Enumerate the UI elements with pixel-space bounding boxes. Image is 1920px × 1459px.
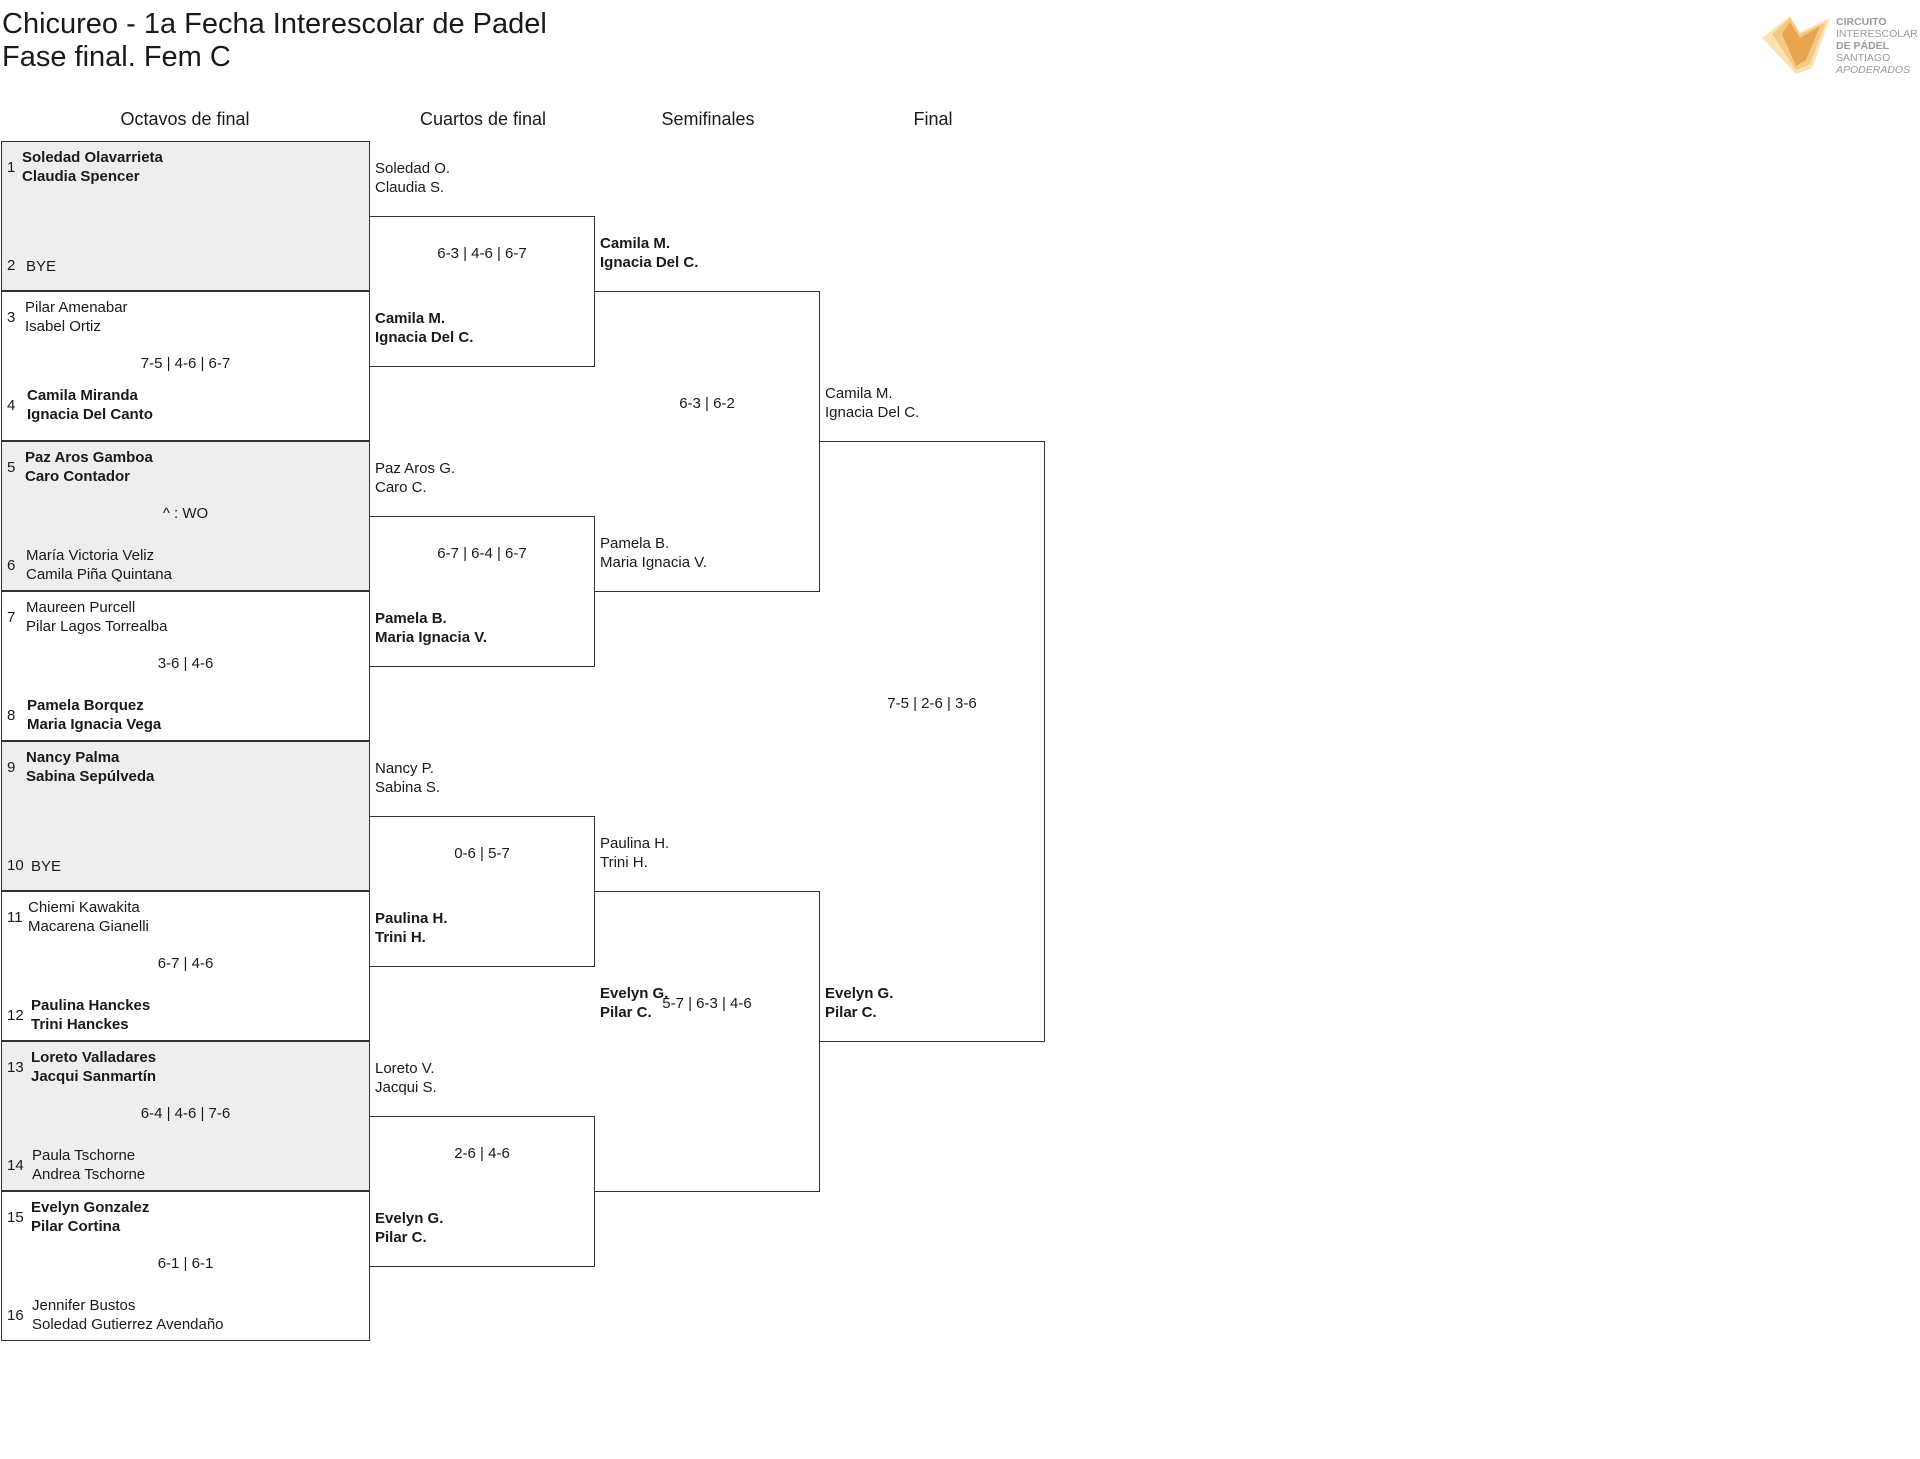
- semis-match-2: 5-7 | 6-3 | 4-6: [595, 891, 820, 1192]
- cuartos-match-1: 6-3 | 4-6 | 6-7: [370, 216, 595, 367]
- cuartos-4-team-bottom: Evelyn G.Pilar C.: [375, 1210, 444, 1246]
- seed-number: 5: [7, 459, 16, 476]
- final-team-top: Camila M.Ignacia Del C.: [825, 385, 920, 421]
- cuartos-4-team-top: Loreto V.Jacqui S.: [375, 1060, 437, 1096]
- seed-number: 8: [7, 707, 16, 724]
- seed-number: 10: [7, 857, 24, 874]
- seed-number: 7: [7, 609, 16, 626]
- seed-number: 13: [7, 1059, 24, 1076]
- page-title: Chicureo - 1a Fecha Interescolar de Pade…: [2, 8, 547, 40]
- cuartos-1-team-top: Soledad O.Claudia S.: [375, 160, 451, 196]
- team-bottom: BYE: [31, 858, 62, 875]
- match-score: 6-3 | 6-2: [679, 395, 735, 412]
- match-score: 6-7 | 4-6: [157, 955, 214, 972]
- logo-line-2: INTERESCOLAR: [1836, 28, 1918, 40]
- logo-line-4: SANTIAGO: [1836, 52, 1891, 64]
- circuit-logo: CIRCUITO INTERESCOLAR DE PÁDEL SANTIAGO …: [1760, 14, 1920, 78]
- seed-number: 15: [7, 1209, 24, 1226]
- final-match: 7-5 | 2-6 | 3-6: [820, 441, 1045, 1042]
- match-score: 5-7 | 6-3 | 4-6: [662, 995, 752, 1012]
- match-score: 3-6 | 4-6: [157, 655, 214, 672]
- semis-2-team-top: Paulina H.Trini H.: [600, 835, 670, 871]
- cuartos-match-2: 6-7 | 6-4 | 6-7: [370, 516, 595, 667]
- round-header-cuartos: Cuartos de final: [419, 109, 547, 129]
- round-header-octavos: Octavos de final: [120, 109, 250, 129]
- match-score: 6-1 | 6-1: [157, 1255, 214, 1272]
- seed-number: 16: [7, 1307, 24, 1324]
- semis-2-team-bottom: Evelyn G.Pilar C.: [600, 985, 669, 1021]
- semis-match-1: 6-3 | 6-2: [595, 291, 820, 592]
- walkover-label: ^ : WO: [162, 505, 209, 522]
- cuartos-2-team-top: Paz Aros G.Caro C.: [375, 460, 456, 496]
- seed-number: 9: [7, 759, 16, 776]
- page-subtitle: Fase final. Fem C: [2, 41, 231, 73]
- semis-1-team-bottom: Pamela B.Maria Ignacia V.: [600, 535, 708, 571]
- logo-line-5: APODERADOS: [1836, 64, 1911, 76]
- cuartos-match-4: 2-6 | 4-6: [370, 1116, 595, 1267]
- seed-number: 12: [7, 1007, 24, 1024]
- round-header-semifinales: Semifinales: [661, 109, 755, 129]
- fox-logo-icon: [1762, 16, 1830, 74]
- match-score: 6-3 | 4-6 | 6-7: [437, 245, 527, 262]
- seed-number: 4: [7, 397, 16, 414]
- logo-line-1: CIRCUITO: [1836, 16, 1887, 28]
- match-score: 0-6 | 5-7: [454, 845, 510, 862]
- seed-number: 6: [7, 557, 16, 574]
- match-score: 7-5 | 2-6 | 3-6: [887, 695, 977, 712]
- final-team-bottom: Evelyn G.Pilar C.: [825, 985, 894, 1021]
- cuartos-1-team-bottom: Camila M.Ignacia Del C.: [375, 310, 474, 346]
- match-score: 7-5 | 4-6 | 6-7: [140, 355, 231, 372]
- team-bottom: BYE: [26, 258, 57, 275]
- cuartos-2-team-bottom: Pamela B.Maria Ignacia V.: [375, 610, 488, 646]
- cuartos-3-team-top: Nancy P.Sabina S.: [375, 760, 441, 796]
- seed-number: 11: [7, 909, 23, 926]
- logo-line-3: DE PÁDEL: [1836, 40, 1890, 52]
- cuartos-match-3: 0-6 | 5-7: [370, 816, 595, 967]
- seed-number: 14: [7, 1157, 24, 1174]
- seed-number: 3: [7, 309, 16, 326]
- seed-number: 1: [7, 159, 16, 176]
- cuartos-3-team-bottom: Paulina H.Trini H.: [375, 910, 448, 946]
- match-score: 2-6 | 4-6: [454, 1145, 510, 1162]
- seed-number: 2: [7, 257, 16, 274]
- semis-1-team-top: Camila M.Ignacia Del C.: [600, 235, 699, 271]
- round-header-final: Final: [913, 109, 953, 129]
- match-score: 6-4 | 4-6 | 7-6: [140, 1105, 231, 1122]
- match-score: 6-7 | 6-4 | 6-7: [437, 545, 527, 562]
